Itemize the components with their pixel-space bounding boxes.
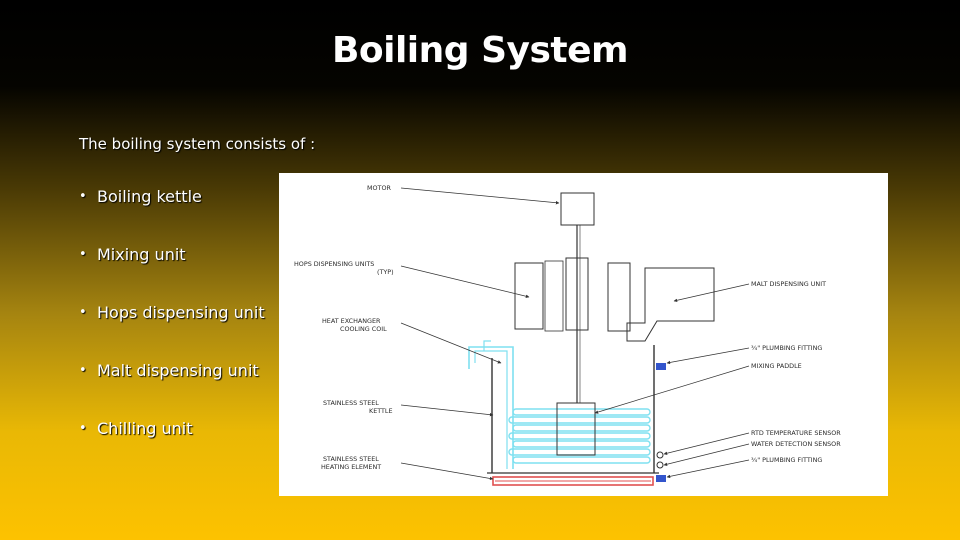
list-item: • Mixing unit [79,244,265,302]
label-malt: MALT DISPENSING UNIT [751,280,826,288]
leader-rtd [663,432,750,455]
cooling-coil-inlet [468,346,514,469]
boiling-system-diagram: MOTOR HOPS DISPENSING UNITS (TYP) HEAT E… [279,173,888,496]
leader-malt [673,283,750,303]
plumbing-fitting-top [656,363,666,370]
bullet-icon: • [79,305,87,320]
leader-kettle [400,404,494,417]
water-sensor [656,461,664,469]
leader-coil [400,322,502,364]
bullet-icon: • [79,363,87,378]
malt-dispensing-unit [626,267,715,342]
hops-unit-right [607,262,631,332]
label-coil-2: COOLING COIL [340,325,387,333]
label-paddle: MIXING PADDLE [751,362,802,370]
bullet-icon: • [79,189,87,204]
list-item: • Chilling unit [79,418,265,476]
bullet-icon: • [79,421,87,436]
label-fitting-bottom: ¾" PLUMBING FITTING [751,456,822,464]
label-fitting-top: ¾" PLUMBING FITTING [751,344,822,352]
label-hops-1: HOPS DISPENSING UNITS [294,260,374,268]
leader-hops [400,265,530,298]
label-hops-2: (TYP) [377,268,394,276]
label-motor: MOTOR [367,184,391,192]
label-kettle-2: KETTLE [369,407,393,415]
label-water: WATER DETECTION SENSOR [751,440,841,448]
label-heater-2: HEATING ELEMENT [321,463,381,471]
list-item-label: Malt dispensing unit [97,361,259,380]
label-coil-1: HEAT EXCHANGER [322,317,381,325]
motor-box [560,192,595,226]
list-item: • Malt dispensing unit [79,360,265,418]
leader-water [663,443,750,466]
hops-unit-left [514,262,544,330]
intro-text: The boiling system consists of : [79,135,316,153]
heating-element [492,476,654,486]
plumbing-fitting-bottom [656,475,666,482]
leader-fitting-top [666,347,750,365]
list-item-label: Boiling kettle [97,187,202,206]
list-item: • Boiling kettle [79,186,265,244]
leader-fitting-bottom [666,459,750,479]
rtd-sensor [656,451,664,459]
leader-paddle [594,365,750,414]
slide-title: Boiling System [331,30,629,71]
bullet-icon: • [79,247,87,262]
list-item-label: Chilling unit [97,419,193,438]
leader-heater [400,462,494,481]
diagram-svg: MOTOR HOPS DISPENSING UNITS (TYP) HEAT E… [294,184,841,486]
leader-motor [400,187,560,205]
label-kettle-1: STAINLESS STEEL [323,399,379,407]
mixing-paddle [556,402,596,456]
label-rtd: RTD TEMPERATURE SENSOR [751,429,841,437]
list-item-label: Mixing unit [97,245,186,264]
hops-unit-center [565,257,589,331]
label-heater-1: STAINLESS STEEL [323,455,379,463]
list-item-label: Hops dispensing unit [97,303,265,322]
component-list: • Boiling kettle • Mixing unit • Hops di… [79,186,265,476]
list-item: • Hops dispensing unit [79,302,265,360]
